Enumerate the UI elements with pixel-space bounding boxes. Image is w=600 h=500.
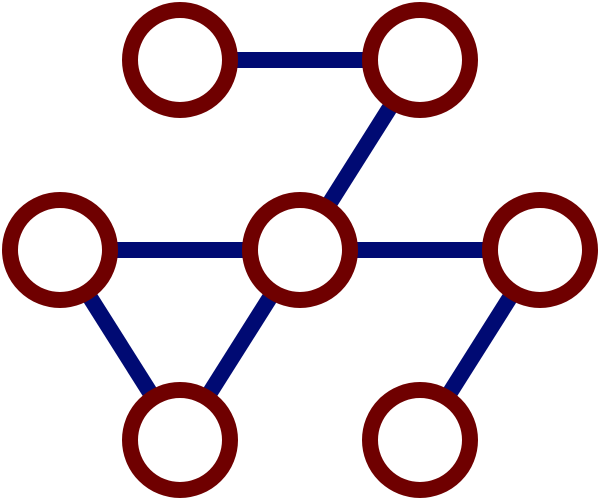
node-bottom-left bbox=[122, 382, 238, 498]
node-center bbox=[242, 192, 358, 308]
node-top-left bbox=[122, 2, 238, 118]
node-top-right bbox=[362, 2, 478, 118]
node-mid-left bbox=[2, 192, 118, 308]
node-mid-right bbox=[482, 192, 598, 308]
node-bottom-right bbox=[362, 382, 478, 498]
